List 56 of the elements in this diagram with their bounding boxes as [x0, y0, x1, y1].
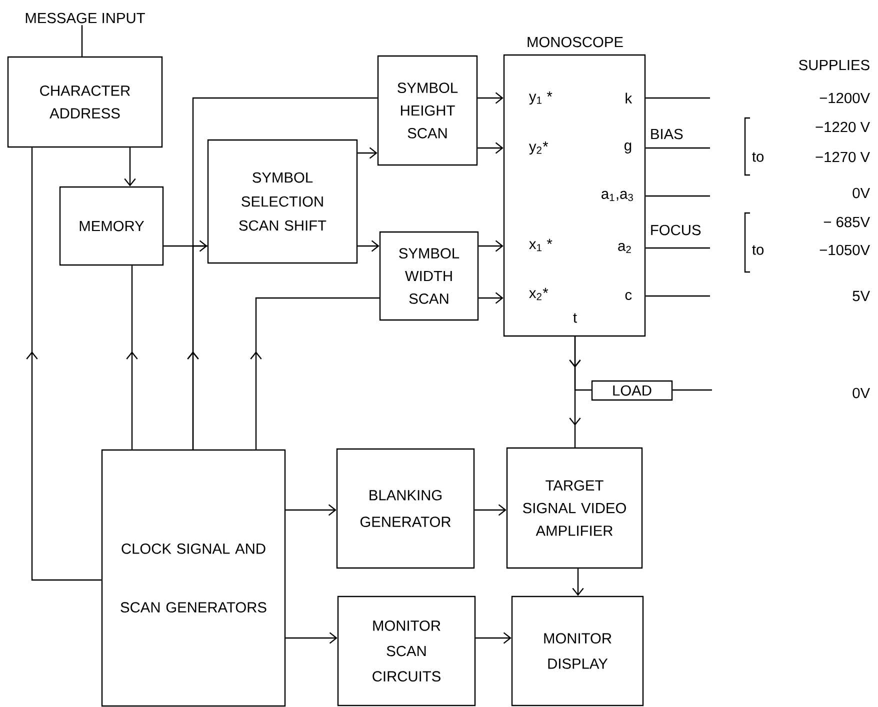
- pin-label: a$_{2}$: [618, 242, 631, 254]
- supply-voltage: − 685V: [824, 216, 870, 228]
- arrow: [286, 632, 338, 644]
- arrow: [164, 240, 208, 252]
- pin-caption: BIAS: [651, 128, 683, 140]
- pin-caption: FOCUS: [651, 224, 701, 236]
- process-box: CLOCK SIGNAL AND SCAN GENERATORS: [101, 449, 286, 707]
- connector-line: [646, 97, 710, 99]
- supply-voltage: −1270 V: [816, 152, 870, 162]
- process-box: SYMBOL WIDTH SCAN: [379, 231, 479, 321]
- arrow: [572, 568, 584, 596]
- supply-voltage: −1200V: [820, 92, 870, 104]
- process-box: MONITOR SCAN CIRCUITS: [337, 596, 476, 706]
- arrow: [474, 504, 506, 516]
- input-label: MESSAGE INPUT: [26, 12, 145, 24]
- arrow: [358, 240, 380, 252]
- pin-label: x$_{1}$ *: [529, 238, 552, 252]
- connector-line: [646, 195, 710, 197]
- range-word: to: [752, 152, 764, 162]
- supply-voltage: 0V: [852, 188, 870, 198]
- pin-label: a$_{1}$,a$_{3}$: [602, 190, 633, 202]
- process-box: CHARACTER ADDRESS: [7, 56, 163, 148]
- pin-label: y$_{2}$*: [528, 141, 548, 155]
- connector-line: [646, 295, 710, 297]
- pin-label: c: [625, 292, 632, 300]
- arrow: [476, 632, 512, 644]
- process-box: SYMBOL SELECTION SCAN SHIFT: [207, 139, 358, 264]
- process-box: TARGET SIGNAL VIDEO AMPLIFIER: [506, 447, 643, 569]
- pin-label: t: [573, 313, 577, 323]
- device-heading: MONOSCOPE: [528, 36, 623, 48]
- supply-voltage: −1220 V: [816, 122, 870, 132]
- arrow: [358, 147, 378, 159]
- process-box: MEMORY: [59, 186, 164, 266]
- arrow: [124, 148, 136, 186]
- pin-label: g: [624, 142, 632, 154]
- supply-voltage: −1050V: [820, 244, 870, 256]
- arrow: [478, 142, 504, 154]
- column-heading: SUPPLIES: [799, 60, 870, 70]
- process-box: MONITOR DISPLAY: [511, 596, 644, 706]
- process-box: BLANKING GENERATOR: [336, 448, 475, 569]
- connector-line: [672, 389, 712, 391]
- pin-label: y$_{1}$ *: [528, 91, 552, 105]
- supply-voltage: 0V: [852, 388, 870, 398]
- pin-label: x$_{2}$*: [529, 288, 548, 300]
- load-box: LOAD: [591, 380, 673, 401]
- connector-line: [81, 25, 83, 56]
- pin-label: k: [626, 92, 632, 104]
- arrow: [478, 292, 504, 304]
- connector-line: [646, 247, 710, 249]
- connector-line: [646, 147, 710, 149]
- range-word: to: [752, 245, 764, 255]
- supply-voltage: 5V: [852, 290, 870, 302]
- arrow: [478, 240, 504, 252]
- arrow: [286, 504, 336, 516]
- arrow: [478, 92, 504, 104]
- process-box: SYMBOL HEIGHT SCAN: [377, 55, 478, 166]
